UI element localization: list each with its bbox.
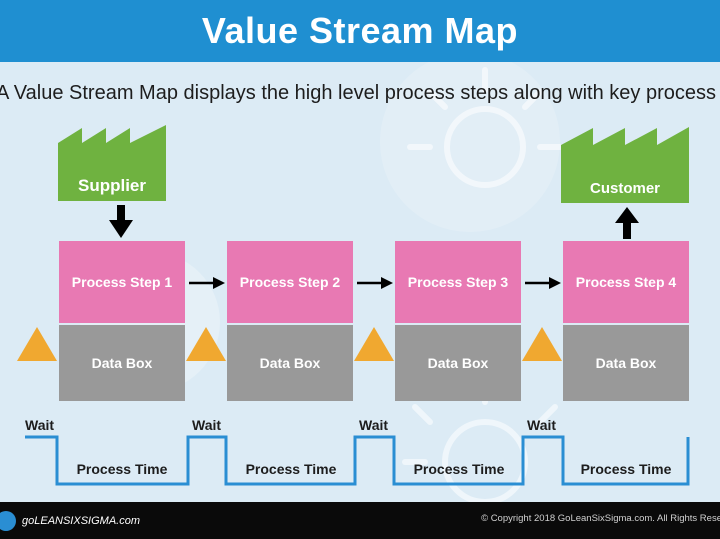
process-time-label-2: Process Time [245,461,337,477]
process-time-label-1: Process Time [76,461,168,477]
arrow-right-icon [525,277,561,289]
process-step-1: Process Step 1 [59,241,185,323]
wait-label-2: Wait [192,417,222,433]
customer-factory-icon: Customer [561,125,689,203]
wait-label-1: Wait [25,417,55,433]
process-time-label-3: Process Time [413,461,505,477]
footer-bar: goLEANSIXSIGMA.com © Copyright 2018 GoLe… [0,502,720,539]
process-step-3: Process Step 3 [395,241,521,323]
process-step-2: Process Step 2 [227,241,353,323]
page-title: Value Stream Map [201,10,519,51]
title-banner: Value Stream Map [0,0,720,62]
process-step-4: Process Step 4 [563,241,689,323]
logo-text: goLEANSIXSIGMA.com [22,515,140,527]
wait-label-4: Wait [527,417,557,433]
data-box-4: Data Box [563,325,689,401]
arrow-right-icon [357,277,393,289]
inventory-triangle-icon [354,327,394,361]
inventory-triangle-icon [186,327,226,361]
arrow-up-icon [615,207,639,239]
wait-label-3: Wait [359,417,389,433]
arrow-down-icon [109,205,133,238]
supplier-label: Supplier [77,176,146,195]
copyright-text: © Copyright 2018 GoLeanSixSigma.com. All… [481,513,720,524]
data-box-2: Data Box [227,325,353,401]
supplier-factory-icon: Supplier [58,125,166,201]
arrow-right-icon [189,277,225,289]
data-box-3: Data Box [395,325,521,401]
process-time-label-4: Process Time [580,461,672,477]
timeline-ladder [25,435,690,486]
subtitle-text: A Value Stream Map displays the high lev… [0,82,720,104]
data-box-1: Data Box [59,325,185,401]
inventory-triangle-icon [522,327,562,361]
logo-icon [0,511,16,531]
inventory-triangle-icon [17,327,57,361]
customer-label: Customer [589,180,660,197]
brand-logo[interactable]: goLEANSIXSIGMA.com [0,510,140,532]
